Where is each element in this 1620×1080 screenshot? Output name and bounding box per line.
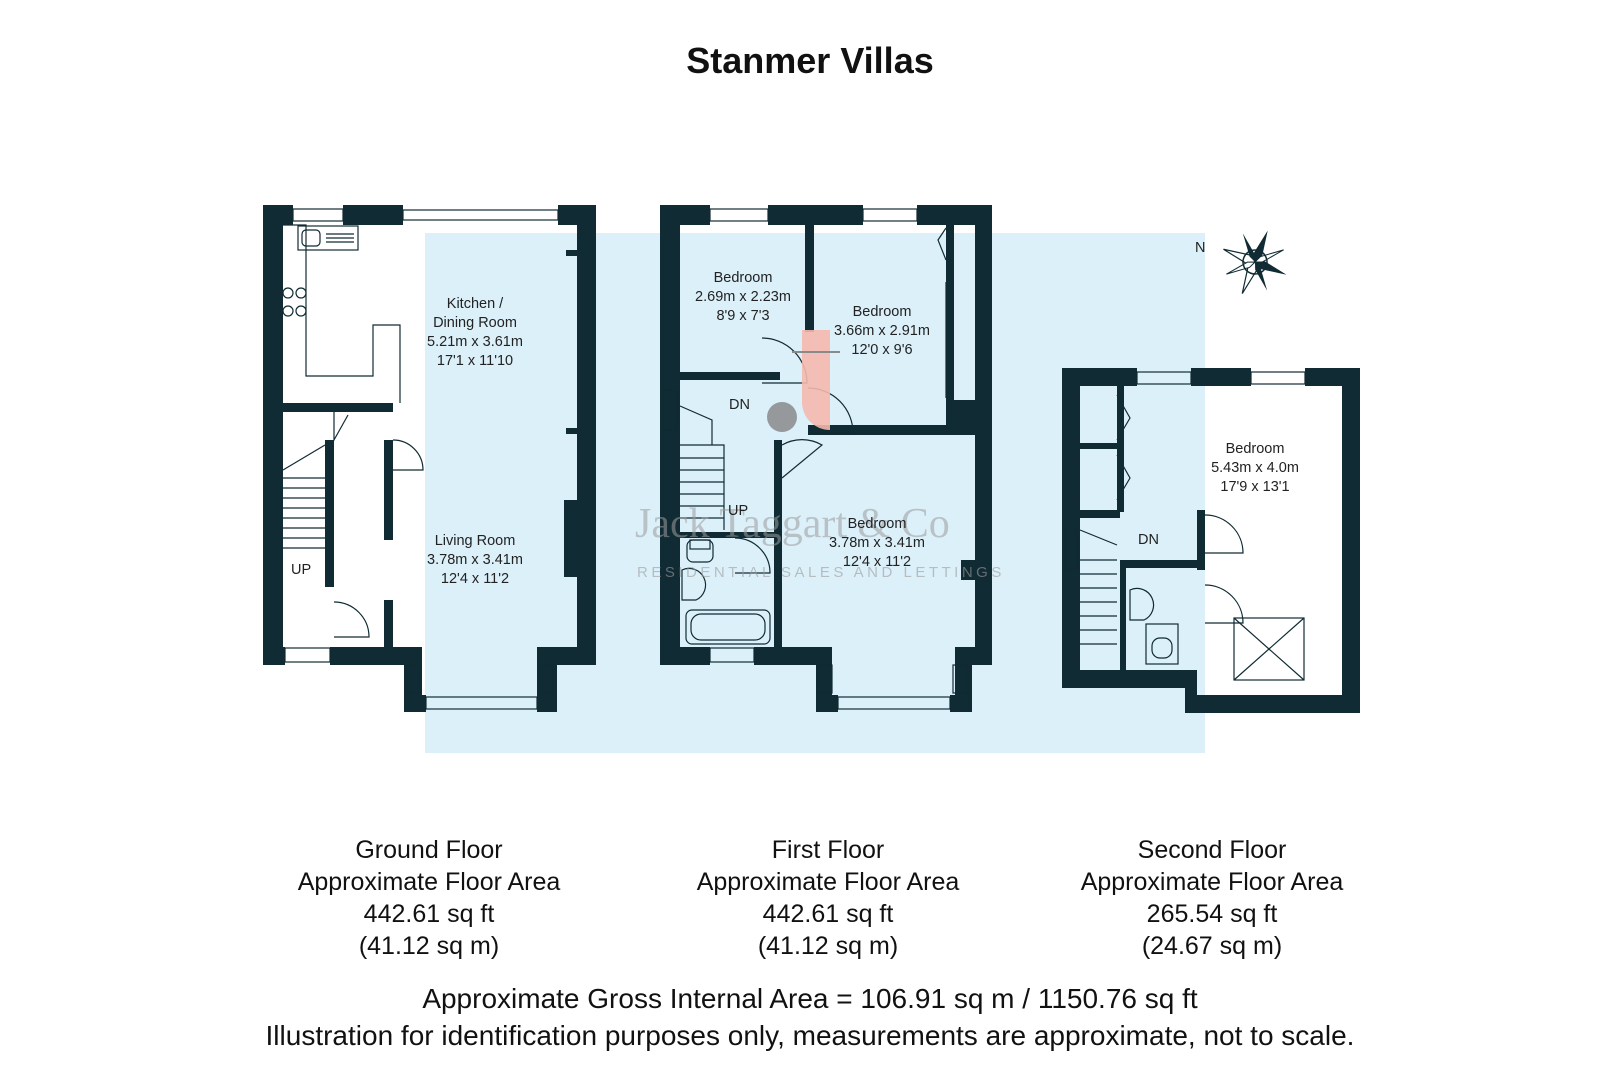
camera-position-marker: [767, 330, 840, 432]
floor-area-sqm: (24.67 sq m): [1141, 932, 1283, 960]
floor-area-sqm: (41.12 sq m): [757, 932, 899, 960]
bedroom-rear-metric: 3.66m x 2.91m: [834, 323, 930, 339]
bedroom-front-metric: 3.78m x 3.41m: [829, 535, 925, 551]
bedroom-loft-name: Bedroom: [1226, 441, 1285, 457]
compass-rose-icon: [1223, 230, 1287, 294]
first-floor-plan: [660, 205, 992, 712]
floor-area-sqft: 442.61 sq ft: [762, 900, 894, 928]
bedroom-small-name: Bedroom: [714, 270, 773, 286]
kitchen-name-2: Dining Room: [433, 315, 517, 331]
floor-name: Ground Floor: [355, 836, 503, 864]
living-metric: 3.78m x 3.41m: [427, 552, 523, 568]
living-name: Living Room: [435, 533, 516, 549]
plan-title: Stanmer Villas: [686, 40, 934, 81]
gross-internal-area: Approximate Gross Internal Area = 106.91…: [422, 983, 1198, 1014]
floor-area-sqft: 442.61 sq ft: [363, 900, 495, 928]
first-stairs-up-label: UP: [728, 503, 748, 519]
ground-floor-fixtures: [282, 208, 559, 710]
bedroom-small-imperial: 8'9 x 7'3: [716, 308, 769, 324]
floor-area-second: Second Floor Approximate Floor Area 265.…: [1042, 834, 1382, 962]
ground-stairs-up-label: UP: [291, 562, 311, 578]
floor-area-sqft: 265.54 sq ft: [1146, 900, 1278, 928]
second-stairs-dn-label: DN: [1138, 532, 1159, 548]
floor-area-label: Approximate Floor Area: [297, 868, 561, 896]
floor-area-sqm: (41.12 sq m): [358, 932, 500, 960]
bedroom-rear-name: Bedroom: [853, 304, 912, 320]
kitchen-metric: 5.21m x 3.61m: [427, 334, 523, 350]
bedroom-front-name: Bedroom: [848, 516, 907, 532]
living-imperial: 12'4 x 11'2: [441, 571, 509, 587]
floor-area-label: Approximate Floor Area: [696, 868, 960, 896]
disclaimer: Illustration for identification purposes…: [265, 1020, 1355, 1051]
bedroom-small-metric: 2.69m x 2.23m: [695, 289, 791, 305]
compass-north-label: N: [1195, 240, 1205, 256]
floor-area-label: Approximate Floor Area: [1080, 868, 1344, 896]
floor-area-ground: Ground Floor Approximate Floor Area 442.…: [259, 834, 599, 962]
second-floor-fixtures: [1064, 371, 1306, 681]
bedroom-front-imperial: 12'4 x 11'2: [843, 554, 911, 570]
bedroom-rear-imperial: 12'0 x 9'6: [851, 342, 912, 358]
bedroom-loft-metric: 5.43m x 4.0m: [1211, 460, 1299, 476]
kitchen-imperial: 17'1 x 11'10: [437, 353, 513, 369]
floor-name: Second Floor: [1137, 836, 1287, 864]
floor-name: First Floor: [771, 836, 885, 864]
first-stairs-dn-label: DN: [729, 397, 750, 413]
bedroom-loft-imperial: 17'9 x 13'1: [1220, 479, 1289, 495]
watermark-tagline: RESIDENTIAL SALES AND LETTINGS: [637, 564, 1005, 581]
ground-floor-plan: [263, 205, 596, 712]
watermark-name: Jack Taggart & Co: [635, 501, 950, 547]
second-floor-plan: [1062, 368, 1360, 713]
floor-area-first: First Floor Approximate Floor Area 442.6…: [658, 834, 998, 962]
kitchen-name-1: Kitchen /: [447, 296, 504, 312]
